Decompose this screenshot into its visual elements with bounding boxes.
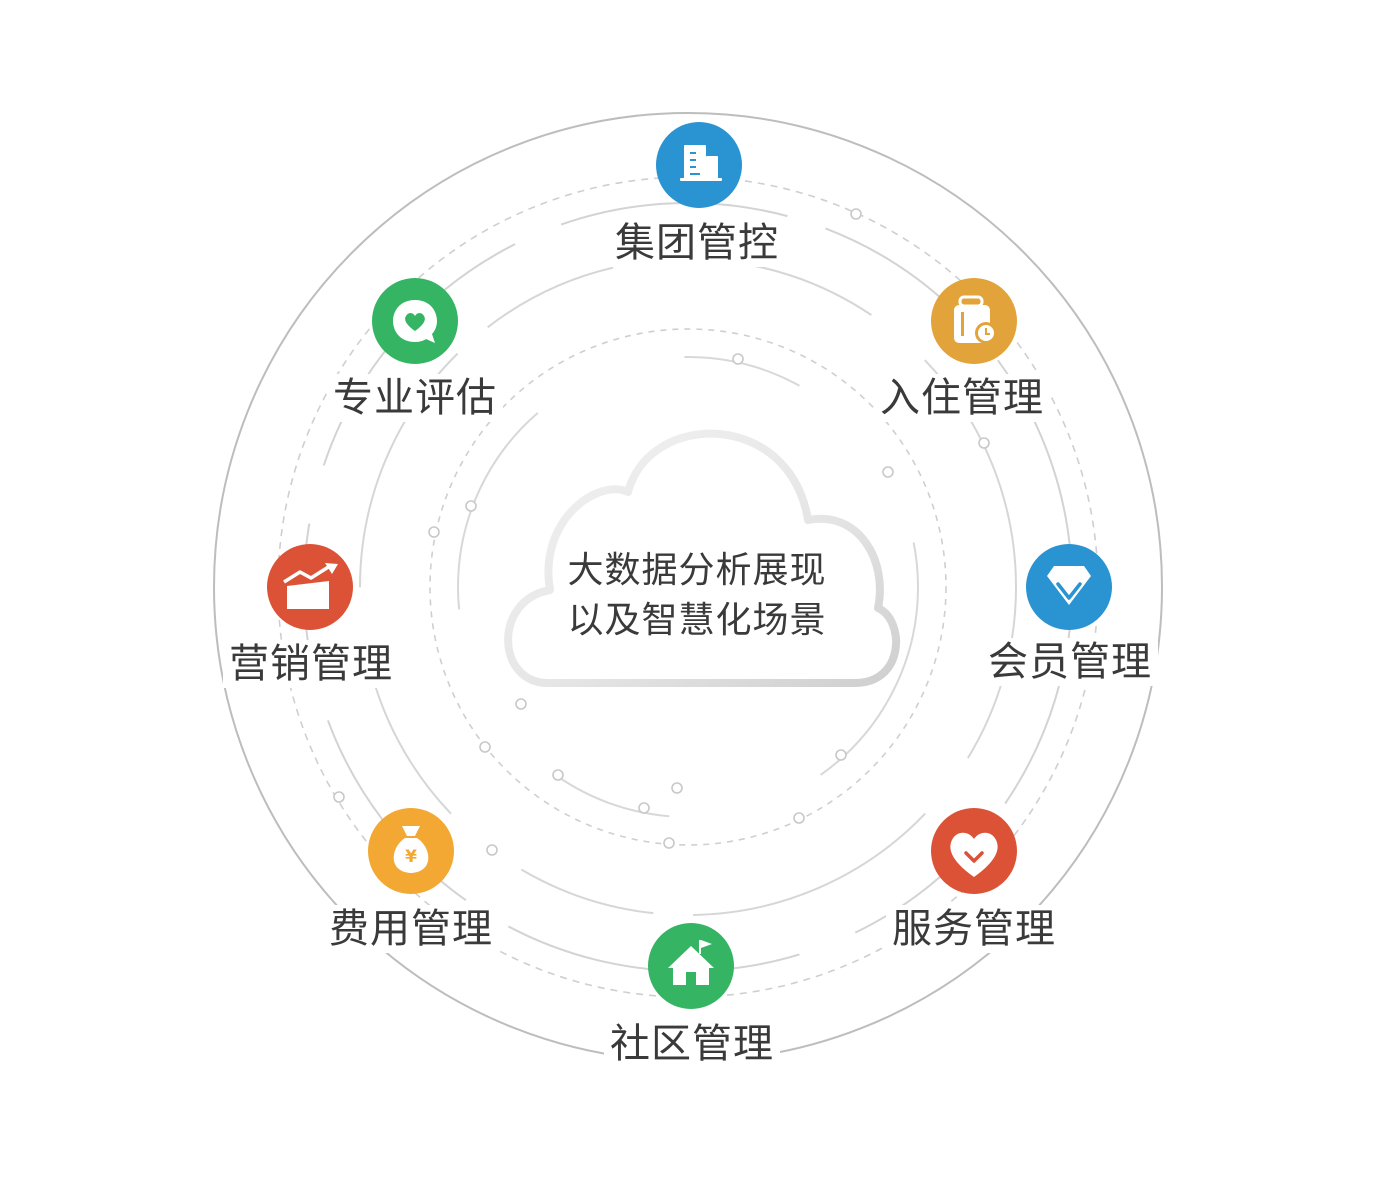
center-caption-line2: 以及智慧化场景 — [567, 600, 827, 641]
yuan-symbol: ¥ — [405, 847, 417, 867]
ring-dot — [835, 749, 847, 761]
center-caption-line1: 大数据分析展现 — [567, 550, 827, 591]
ring-dot — [638, 802, 650, 814]
trend-chart-icon — [283, 563, 338, 609]
ring-dot — [479, 741, 491, 753]
node-label-fee[interactable]: 费用管理 — [323, 905, 499, 953]
node-community-icon[interactable] — [648, 923, 734, 1009]
cloud-shape — [504, 429, 901, 687]
ring-solid-inner — [359, 258, 1017, 916]
node-label-checkin[interactable]: 入住管理 — [874, 374, 1050, 422]
node-label-community[interactable]: 社区管理 — [604, 1020, 780, 1068]
luggage-clock-icon — [954, 295, 997, 344]
node-member-icon[interactable] — [1026, 544, 1112, 630]
ring-dot — [671, 782, 683, 794]
node-icons: ¥ — [267, 122, 1112, 1009]
node-fee-icon[interactable]: ¥ — [368, 808, 454, 894]
ring-inner-solid — [457, 356, 919, 818]
diamond-icon — [1047, 566, 1091, 605]
ring-dot — [465, 500, 477, 512]
house-flag-icon — [668, 940, 714, 985]
node-label-service[interactable]: 服务管理 — [886, 905, 1062, 953]
node-label-assessment[interactable]: 专业评估 — [327, 374, 503, 422]
ring-dot — [793, 812, 805, 824]
money-bag-icon: ¥ — [393, 826, 429, 873]
ring-dot — [333, 791, 345, 803]
ring-dot — [732, 353, 744, 365]
ring-dot — [515, 698, 527, 710]
ring-dot — [978, 437, 990, 449]
node-group-icon[interactable] — [656, 122, 742, 208]
heart-chat-icon — [393, 300, 437, 343]
ring-dot — [663, 837, 675, 849]
node-label-group[interactable]: 集团管控 — [609, 219, 785, 267]
center-cloud — [504, 429, 901, 687]
ring-dot — [850, 208, 862, 220]
ring-dot — [428, 526, 440, 538]
heart-icon — [950, 832, 998, 877]
ring-dot — [882, 466, 894, 478]
ring-dashed-inner — [429, 328, 947, 846]
center-caption: 大数据分析展现 以及智慧化场景 — [567, 546, 826, 646]
node-checkin-icon[interactable] — [931, 278, 1017, 364]
node-marketing-icon[interactable] — [267, 544, 353, 630]
node-service-icon[interactable] — [931, 808, 1017, 894]
node-label-marketing[interactable]: 营销管理 — [223, 640, 399, 688]
node-assessment-icon[interactable] — [372, 278, 458, 364]
building-icon — [680, 145, 722, 181]
ring-dot — [486, 844, 498, 856]
ring-dot — [552, 769, 564, 781]
node-label-member[interactable]: 会员管理 — [982, 638, 1158, 686]
